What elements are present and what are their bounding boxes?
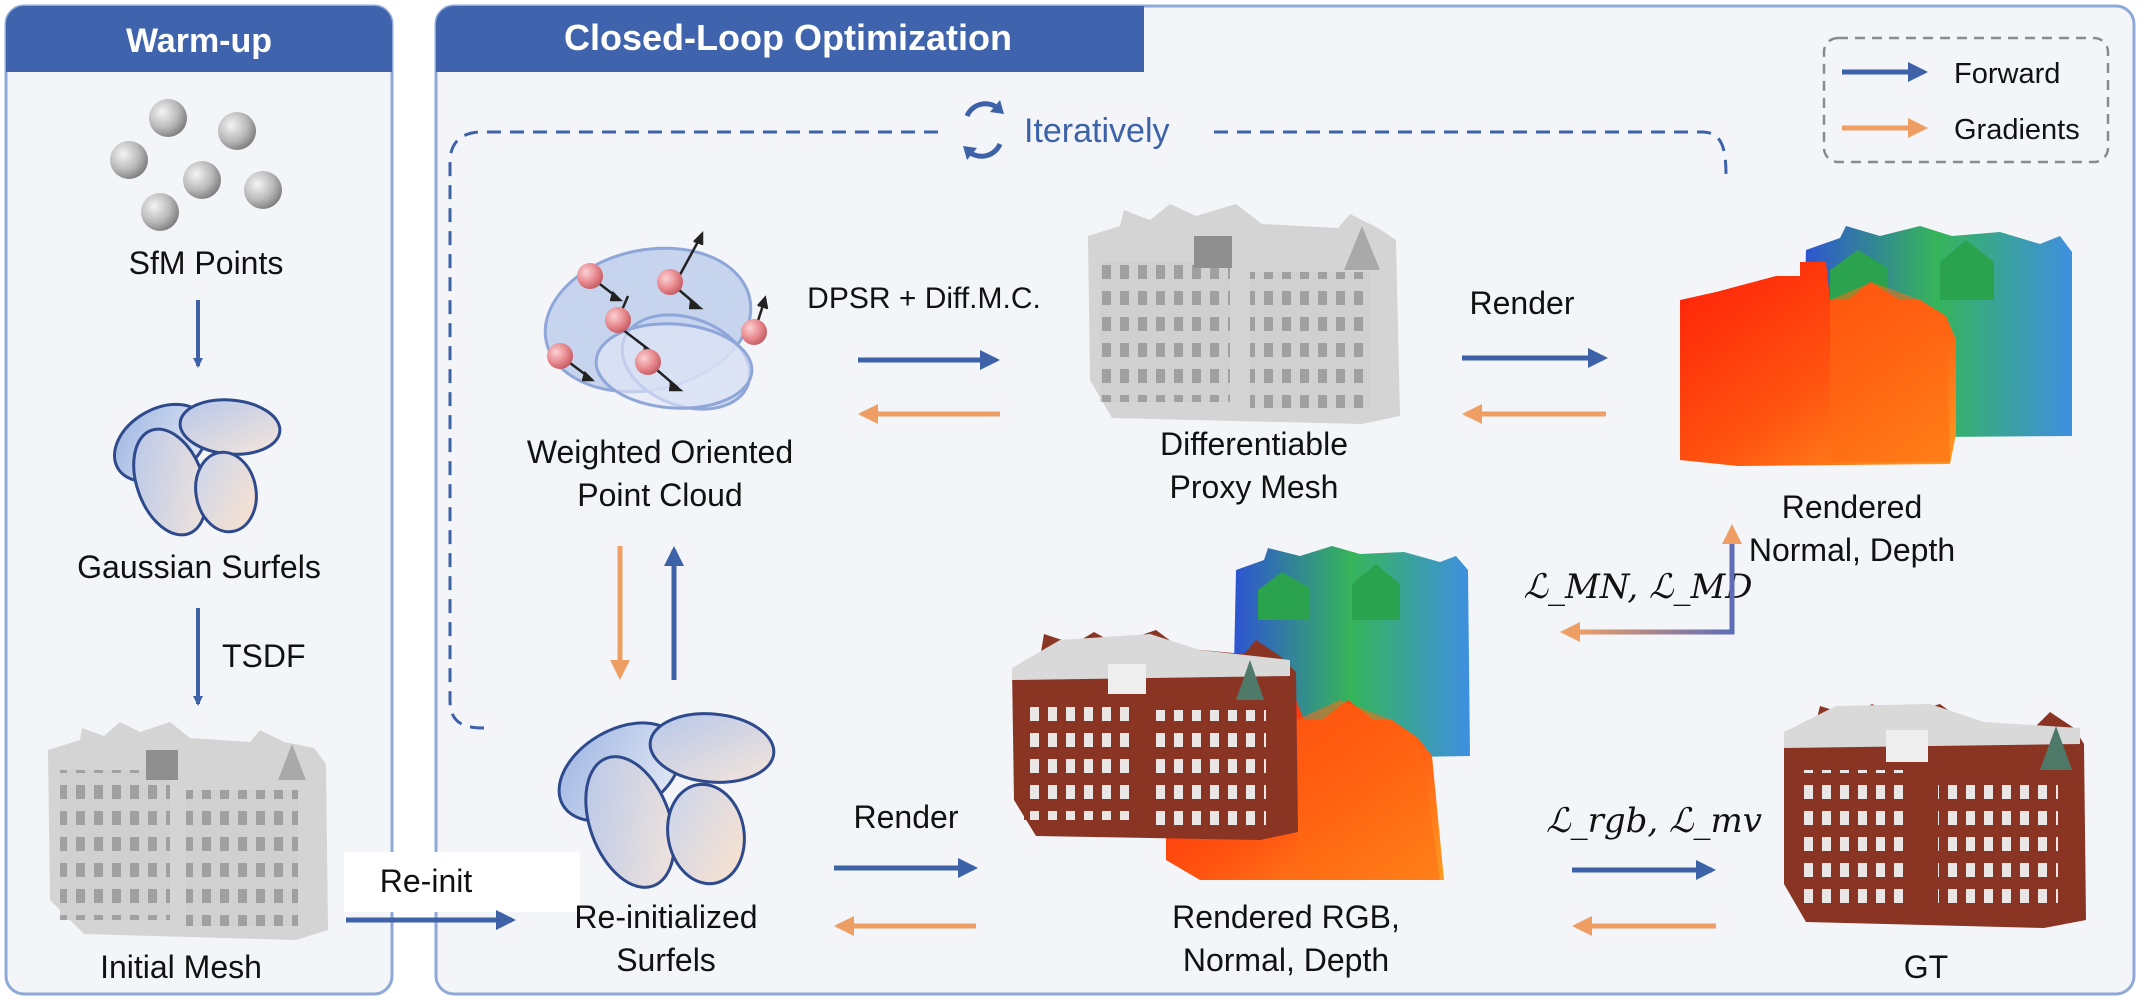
- dpsr-label: DPSR + Diff.M.C.: [807, 282, 1041, 315]
- rendered-normal-depth-image: [1680, 226, 2072, 466]
- arrow-loss-mesh-head-up: [1722, 524, 1742, 544]
- rendered-nd-label-2: Normal, Depth: [1749, 532, 1955, 568]
- closed-loop-title: Closed-Loop Optimization: [564, 17, 1012, 58]
- render-top-label: Render: [1470, 285, 1575, 321]
- loss-rgb-label: ℒ_rgb, ℒ_mv: [1546, 801, 1762, 841]
- iterative-loop: Iteratively: [448, 100, 1728, 730]
- reinit-surfels-label-1: Re-initialized: [574, 899, 757, 935]
- weighted-point-cloud-label-2: Point Cloud: [577, 477, 742, 513]
- rendered-rgb-label-1: Rendered RGB,: [1172, 899, 1400, 935]
- gt-image: [1784, 704, 2086, 928]
- refresh-icon: [963, 100, 1004, 160]
- tsdf-label: TSDF: [222, 638, 306, 674]
- iteratively-label: Iteratively: [1024, 112, 1170, 150]
- sfm-points-label: SfM Points: [129, 245, 284, 281]
- proxy-mesh-label-2: Proxy Mesh: [1170, 469, 1339, 505]
- weighted-point-cloud-icon: [543, 230, 769, 411]
- reinit-surfels-icon: [557, 712, 776, 889]
- proxy-mesh-image: [1088, 204, 1400, 424]
- warmup-header: [6, 6, 392, 72]
- gaussian-surfels-label: Gaussian Surfels: [77, 549, 321, 585]
- legend-forward-label: Forward: [1954, 58, 2060, 90]
- proxy-mesh-label-1: Differentiable: [1160, 426, 1348, 462]
- rendered-rgb-normal-depth-image: [1012, 546, 1470, 880]
- loss-mesh-label: ℒ_MN, ℒ_MD: [1523, 567, 1752, 607]
- rendered-nd-label-1: Rendered: [1782, 489, 1923, 525]
- reinit-label-bg: [344, 852, 580, 912]
- rendered-rgb-label-2: Normal, Depth: [1183, 942, 1389, 978]
- gt-label: GT: [1904, 949, 1948, 985]
- weighted-point-cloud-label-1: Weighted Oriented: [527, 434, 793, 470]
- reinit-surfels-label-2: Surfels: [616, 942, 716, 978]
- closed-loop-panel: Closed-Loop Optimization: [434, 4, 2136, 996]
- arrow-loss-mesh-head-left: [1560, 622, 1580, 642]
- gaussian-surfels-icon: [112, 398, 282, 537]
- render-bottom-label: Render: [854, 799, 959, 835]
- initial-mesh-label: Initial Mesh: [100, 949, 262, 985]
- reinit-label: Re-init: [380, 863, 473, 899]
- sfm-points-icon: [110, 99, 282, 231]
- initial-mesh-image: [48, 722, 328, 940]
- warmup-title: Warm-up: [126, 22, 272, 60]
- legend-gradients-label: Gradients: [1954, 114, 2080, 146]
- legend: Forward Gradients: [1822, 36, 2110, 164]
- closed-loop-header: [436, 6, 1144, 72]
